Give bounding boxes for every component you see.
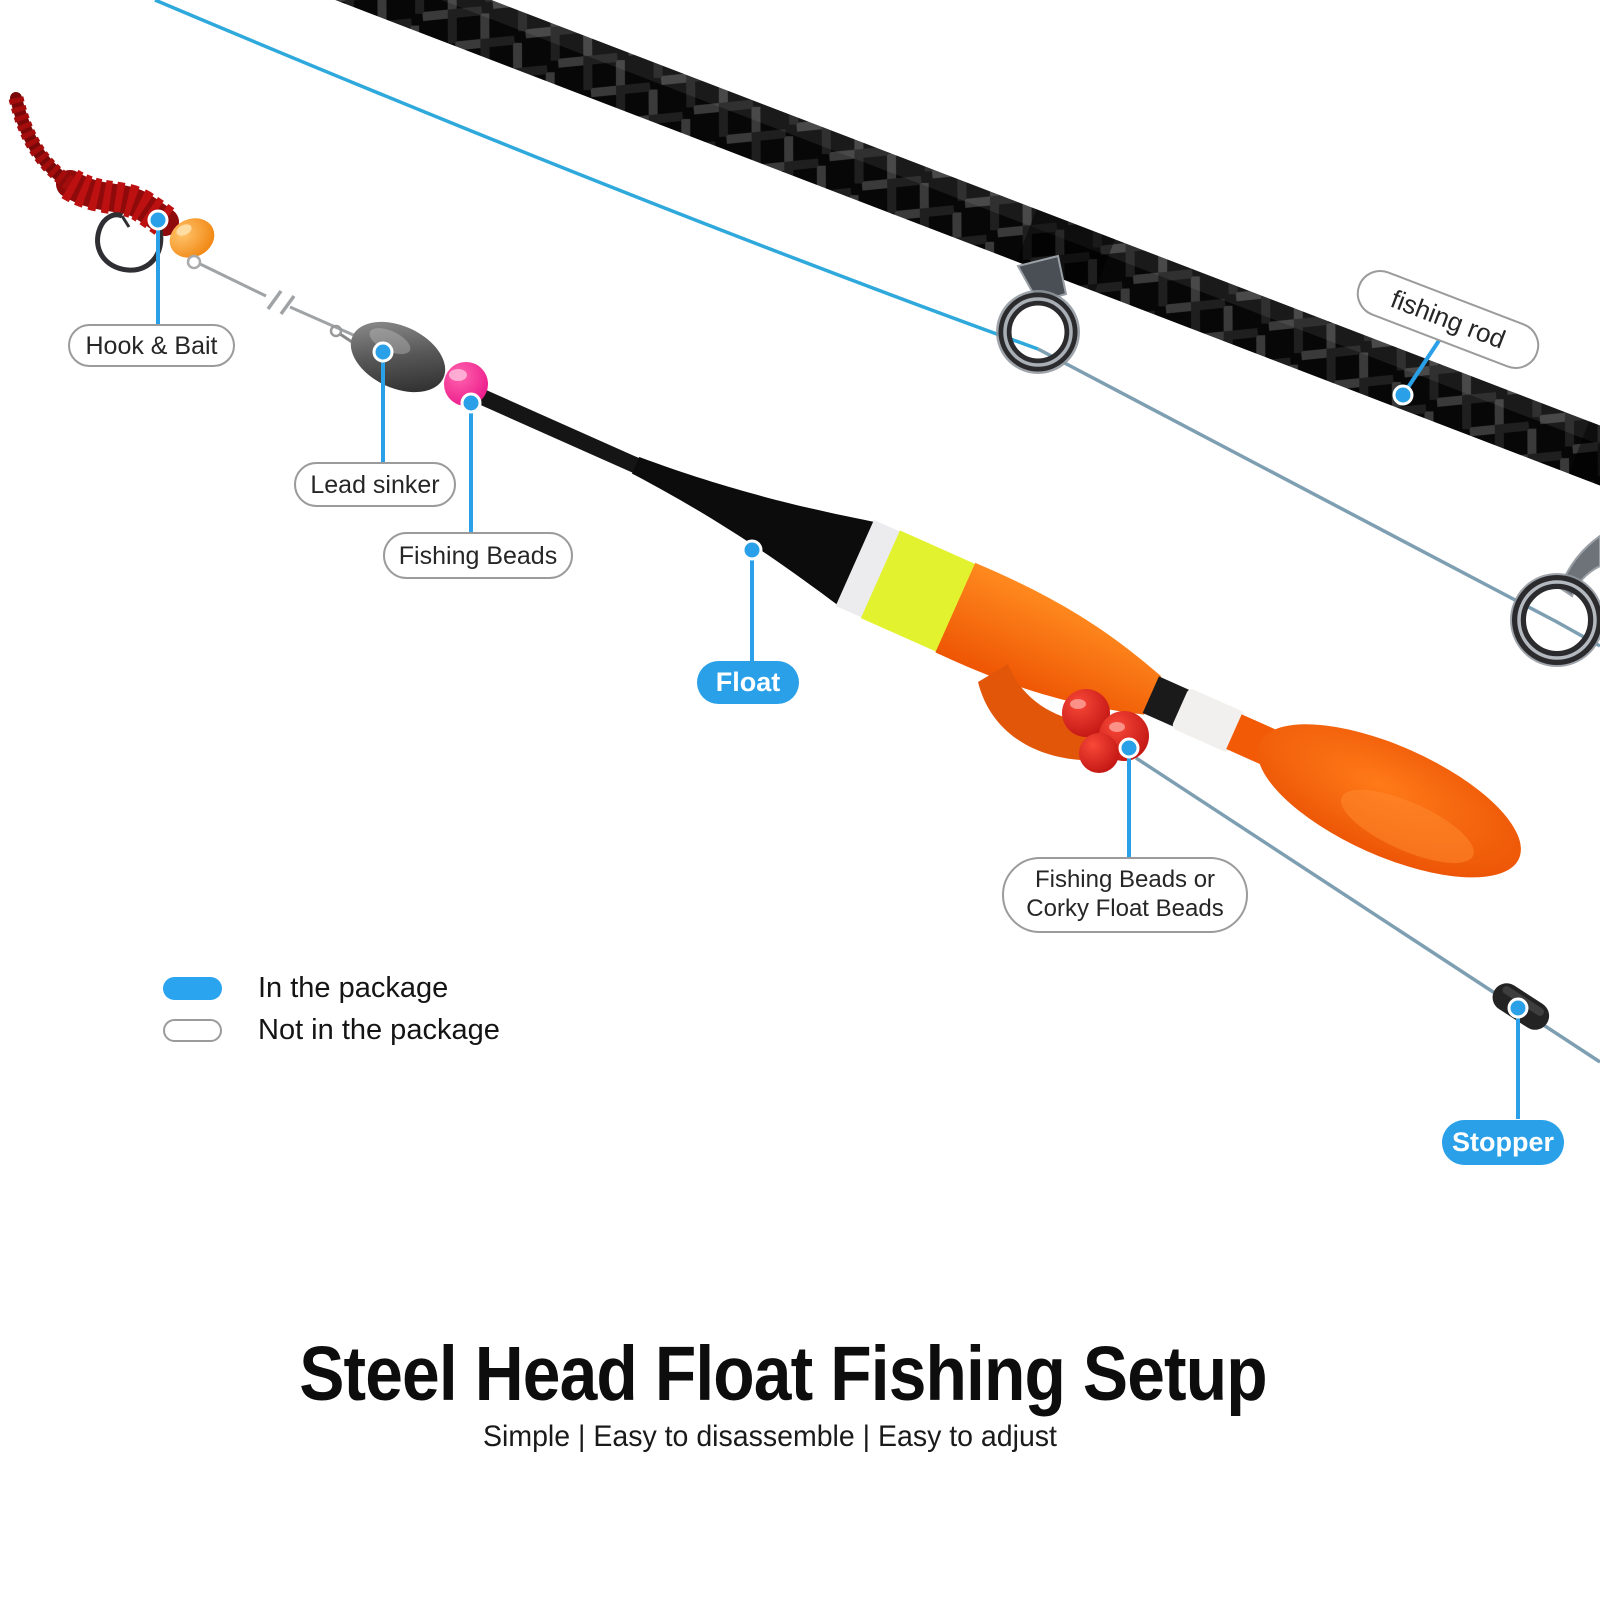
label-lead-sinker: Lead sinker <box>294 462 456 507</box>
fishing-rod-graphic <box>324 0 1600 535</box>
label-stopper: Stopper <box>1442 1120 1564 1165</box>
label-fishing-beads: Fishing Beads <box>383 532 573 579</box>
hook-graphic <box>95 212 164 273</box>
page-title: Steel Head Float Fishing Setup <box>299 1331 1267 1417</box>
float-graphic <box>461 383 1521 878</box>
callout-lines <box>156 229 1520 1119</box>
worm-bait-graphic <box>8 92 179 236</box>
main-line-steel <box>1037 347 1600 648</box>
label-beads-or-corky-line1: Fishing Beads or <box>1034 866 1216 894</box>
legend-label-not-in-package: Not in the package <box>258 1014 500 1046</box>
legend-swatch-in-package <box>163 977 222 1000</box>
page-subtitle: Simple | Easy to disassemble | Easy to a… <box>482 1420 1057 1453</box>
red-beads-graphic <box>978 664 1149 773</box>
main-line-cyan <box>154 0 1039 351</box>
lead-sinker-graphic <box>329 321 446 393</box>
label-hook-bait: Hook & Bait <box>68 324 235 367</box>
legend-label-in-package: In the package <box>258 972 449 1004</box>
rod-guide-2 <box>1510 534 1600 667</box>
bait-bead-graphic <box>169 218 215 270</box>
label-beads-or-corky-line2: Corky Float Beads <box>1026 895 1224 922</box>
rod-guide-1 <box>996 254 1080 374</box>
callout-dots <box>147 209 1529 1019</box>
legend-swatch-not-in-package <box>163 1019 222 1042</box>
label-float: Float <box>697 661 799 704</box>
label-beads-or-corky: Fishing Beads or Corky Float Beads <box>1002 857 1248 933</box>
